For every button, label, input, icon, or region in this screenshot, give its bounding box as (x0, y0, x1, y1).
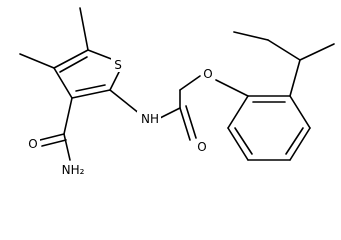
bond-c3-c4 (53, 67, 73, 99)
bond-b3-b4-inner (285, 127, 304, 155)
atom-label-sulfur: S (114, 58, 122, 72)
atom-label-amide-nitrogen: NH (141, 112, 159, 126)
carboxamide-group (39, 97, 73, 161)
bond-b5-b6-inner (234, 127, 253, 155)
bond-ch2-ch3 (233, 31, 269, 41)
bond-co-o-double (185, 105, 197, 139)
bond-nh-co (159, 107, 181, 119)
bond-b3-b4 (289, 127, 311, 161)
bond-c2-nh (109, 89, 141, 115)
bond-c4-methyl (19, 53, 55, 69)
amide-linker (109, 75, 249, 141)
bond-co-o (179, 107, 191, 141)
bond-ring-ch (289, 59, 301, 97)
structure-canvas: S NH O O O NH₂ (19, 7, 335, 177)
bond-carbonyl-o-double (41, 139, 67, 147)
bond-ch2-ether-o (179, 75, 201, 91)
bond-ch-ch2 (267, 39, 301, 61)
bond-c5-methyl (79, 7, 89, 51)
atom-label-carbonyl-oxygen: O (197, 140, 206, 154)
bond-c4-c5 (53, 49, 89, 69)
bond-c4-c5-inner (59, 56, 88, 73)
atom-label-primary-amide-oxygen: O (28, 137, 37, 151)
sec-butyl-group (233, 31, 335, 97)
bond-b6-b1 (227, 95, 249, 129)
thiophene-ring (53, 49, 121, 99)
bond-carbonyl-n (63, 133, 71, 161)
atom-label-ether-oxygen: O (203, 67, 212, 81)
bond-c2-c3-inner (75, 84, 106, 92)
bond-carbonyl-o (39, 133, 65, 141)
bond-s-c2 (109, 69, 121, 91)
bond-b5-b6 (227, 127, 249, 161)
bond-b2-b3 (289, 95, 311, 129)
molecule-diagram: S NH O O O NH₂ (19, 7, 335, 177)
bond-c5-s (87, 49, 115, 61)
benzene-ring (227, 95, 311, 161)
bond-c3-carbonyl (63, 97, 73, 135)
bond-ether-o-ring (215, 79, 249, 97)
atom-label-primary-amide-nitrogen: NH₂ (62, 163, 85, 177)
bond-ch-methyl (299, 43, 335, 61)
bond-c2-c3 (71, 89, 111, 99)
